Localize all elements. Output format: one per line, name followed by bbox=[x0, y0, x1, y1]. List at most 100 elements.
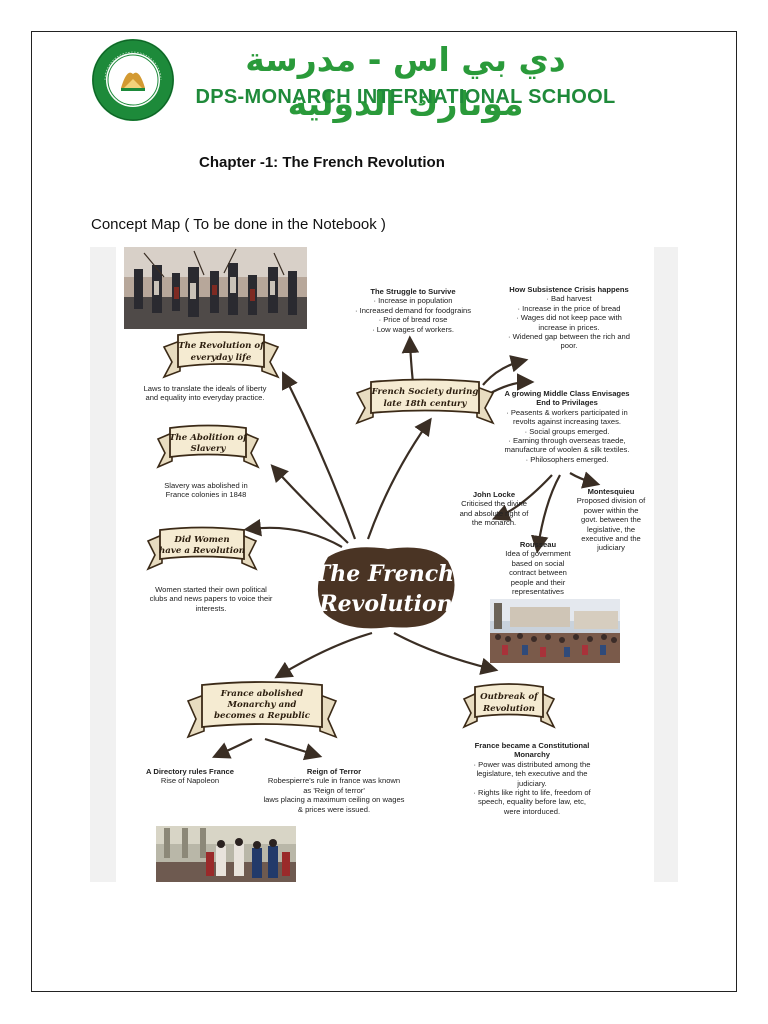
middle-class-title-line1: A growing Middle Class Envisages bbox=[504, 389, 630, 398]
ribbon-text-line1: French Society during bbox=[371, 387, 479, 397]
middle-class-title-line2: End to Privilages bbox=[536, 398, 598, 408]
text-line: Slavery was abolished in bbox=[164, 481, 248, 490]
ribbon-text-line2: everyday life bbox=[191, 353, 252, 363]
concept-map-instruction: Concept Map ( To be done in the Notebook… bbox=[91, 216, 386, 233]
school-name-arabic: دي بي اس - مدرسة مونارك الدولية bbox=[245, 40, 566, 123]
map-left-margin bbox=[90, 247, 116, 882]
terror-title: Reign of Terror bbox=[306, 767, 362, 776]
text-line: judiciary bbox=[597, 543, 625, 553]
text-line: · Increase in the price of bread bbox=[517, 303, 621, 313]
text-line: and absolute right of bbox=[459, 508, 529, 518]
text-line: · Rights like right to life, freedom of bbox=[473, 788, 591, 798]
locke-title: John Locke bbox=[472, 490, 516, 499]
text-line: increase in prices. bbox=[538, 322, 600, 332]
text-line: · Wages did not keep pace with bbox=[516, 313, 622, 323]
text-line: · Price of bread rose bbox=[378, 315, 448, 325]
revolution-battle-photo bbox=[124, 247, 307, 329]
montesquieu-title: Montesquieu bbox=[587, 487, 635, 496]
text-line: · Philosophers emerged. bbox=[525, 454, 609, 464]
text-line: · Low wages of workers. bbox=[372, 324, 454, 334]
struggle-title: The Struggle to Survive bbox=[370, 287, 456, 296]
women-text: Women started their own political clubs … bbox=[136, 585, 286, 613]
ribbon-text-line3: becomes a Republic bbox=[214, 711, 311, 721]
text-line: · Bad harvest bbox=[546, 294, 592, 304]
subsistence-title: How Subsistence Crisis happens bbox=[509, 285, 629, 294]
text-line: representatives bbox=[512, 587, 564, 597]
text-line: legislature, teh executive and the bbox=[476, 769, 588, 779]
school-logo bbox=[91, 38, 175, 122]
central-topic: The French Revolution bbox=[314, 547, 455, 629]
subsistence-text: How Subsistence Crisis happens · Bad har… bbox=[498, 285, 640, 351]
page-border bbox=[31, 31, 737, 992]
text-line: govt. between the bbox=[581, 515, 641, 525]
text-line: · Increased demand for foodgrains bbox=[354, 305, 472, 315]
text-line: executive and the bbox=[581, 534, 641, 544]
text-line: Rise of Napoleon bbox=[160, 776, 220, 786]
text-line: were intorduced. bbox=[503, 806, 561, 816]
text-line: & prices were issued. bbox=[297, 804, 371, 814]
revolution-everyday-text: Laws to translate the ideals of liberty … bbox=[120, 384, 290, 403]
ribbon-text-line1: France abolished bbox=[220, 689, 303, 699]
ribbon-revolution-everyday: The Revolution of everyday life bbox=[162, 331, 280, 379]
outbreak-title-line2: Monarchy bbox=[514, 750, 550, 760]
republic-assembly-photo bbox=[156, 826, 296, 882]
ribbon-text-line1: Outbreak of bbox=[480, 692, 539, 702]
text-line: speech, equality before law, etc, bbox=[477, 797, 587, 807]
middle-class-text: A growing Middle Class Envisages End to … bbox=[490, 389, 644, 464]
text-line: as 'Reign of terror' bbox=[303, 785, 365, 795]
text-line: France colonies in 1848 bbox=[165, 490, 247, 500]
ribbon-text-line1: Did Women bbox=[173, 535, 229, 545]
text-line: · Earning through overseas traede, bbox=[508, 436, 626, 446]
map-right-margin bbox=[654, 247, 678, 882]
rousseau-title: Rousseau bbox=[519, 540, 557, 549]
text-line: · Power was distributed among the bbox=[473, 759, 591, 769]
school-name-english: DPS-MONARCH INTERNATIONAL SCHOOL bbox=[195, 86, 616, 108]
ribbon-abolition: The Abolition of Slavery bbox=[156, 424, 260, 469]
text-line: Idea of government bbox=[505, 549, 571, 559]
ribbon-text-line2: Slavery bbox=[190, 444, 226, 454]
ribbon-text-line2: Revolution bbox=[482, 704, 535, 714]
text-line: Women started their own political bbox=[155, 585, 267, 594]
text-line: · Peasents & workers participated in bbox=[506, 407, 628, 417]
text-line: people and their bbox=[510, 577, 566, 587]
text-line: · Social groups emerged. bbox=[524, 426, 610, 436]
ribbon-monarchy: France abolished Monarchy and becomes a … bbox=[186, 681, 338, 739]
abolition-text: Slavery was abolished in France colonies… bbox=[146, 481, 266, 500]
text-line: Proposed division of bbox=[576, 496, 646, 506]
text-line: laws placing a maximum ceiling on wages bbox=[263, 795, 405, 805]
terror-text: Reign of Terror Robespierre's rule in fr… bbox=[258, 767, 410, 814]
text-line: Laws to translate the ideals of liberty bbox=[143, 384, 267, 393]
outbreak-title-line1: France became a Constitutional bbox=[474, 741, 590, 750]
ribbon-french-society: French Society during late 18th century bbox=[355, 378, 495, 425]
text-line: · Widened gap between the rich and bbox=[507, 332, 630, 342]
text-line: interests. bbox=[195, 603, 227, 613]
revolution-crowd-photo bbox=[490, 599, 620, 663]
struggle-text: The Struggle to Survive · Increase in po… bbox=[348, 287, 478, 334]
outbreak-text: France became a Constitutional Monarchy … bbox=[468, 741, 596, 816]
montesquieu-text: Montesquieu Proposed division of power w… bbox=[572, 487, 650, 553]
text-line: judiciary. bbox=[517, 778, 547, 788]
text-line: the monarch. bbox=[471, 518, 517, 528]
ribbon-women: Did Women have a Revolution bbox=[146, 526, 258, 571]
text-line: power within the bbox=[583, 505, 639, 515]
directory-text: A Directory rules France Rise of Napoleo… bbox=[138, 767, 242, 786]
rousseau-text: Rousseau Idea of government based on soc… bbox=[498, 540, 578, 596]
locke-text: John Locke Criticised the divine and abs… bbox=[450, 490, 538, 528]
ribbon-text-line1: The Abolition of bbox=[169, 433, 248, 443]
text-line: clubs and news papers to voice their bbox=[149, 594, 273, 604]
text-line: revolts against increasing taxes. bbox=[512, 417, 622, 427]
text-line: based on social bbox=[511, 558, 565, 568]
text-line: · Increase in population bbox=[373, 296, 453, 306]
text-line: contract between bbox=[509, 568, 567, 578]
chapter-title: Chapter -1: The French Revolution bbox=[199, 154, 445, 171]
text-line: manufacture of woolen & silk textiles. bbox=[504, 445, 630, 455]
concept-map: The Revolution of everyday life The Abol… bbox=[90, 247, 678, 882]
central-topic-line2: Revolution bbox=[318, 591, 452, 617]
ribbon-text-line2: have a Revolution bbox=[159, 546, 245, 556]
directory-title: A Directory rules France bbox=[146, 767, 234, 776]
text-line: Robespierre's rule in france was known bbox=[267, 776, 401, 786]
text-line: poor. bbox=[560, 341, 578, 351]
text-line: and equality into everyday practice. bbox=[145, 393, 265, 403]
central-topic-line1: The French bbox=[314, 561, 454, 587]
concept-arrows bbox=[211, 335, 601, 761]
